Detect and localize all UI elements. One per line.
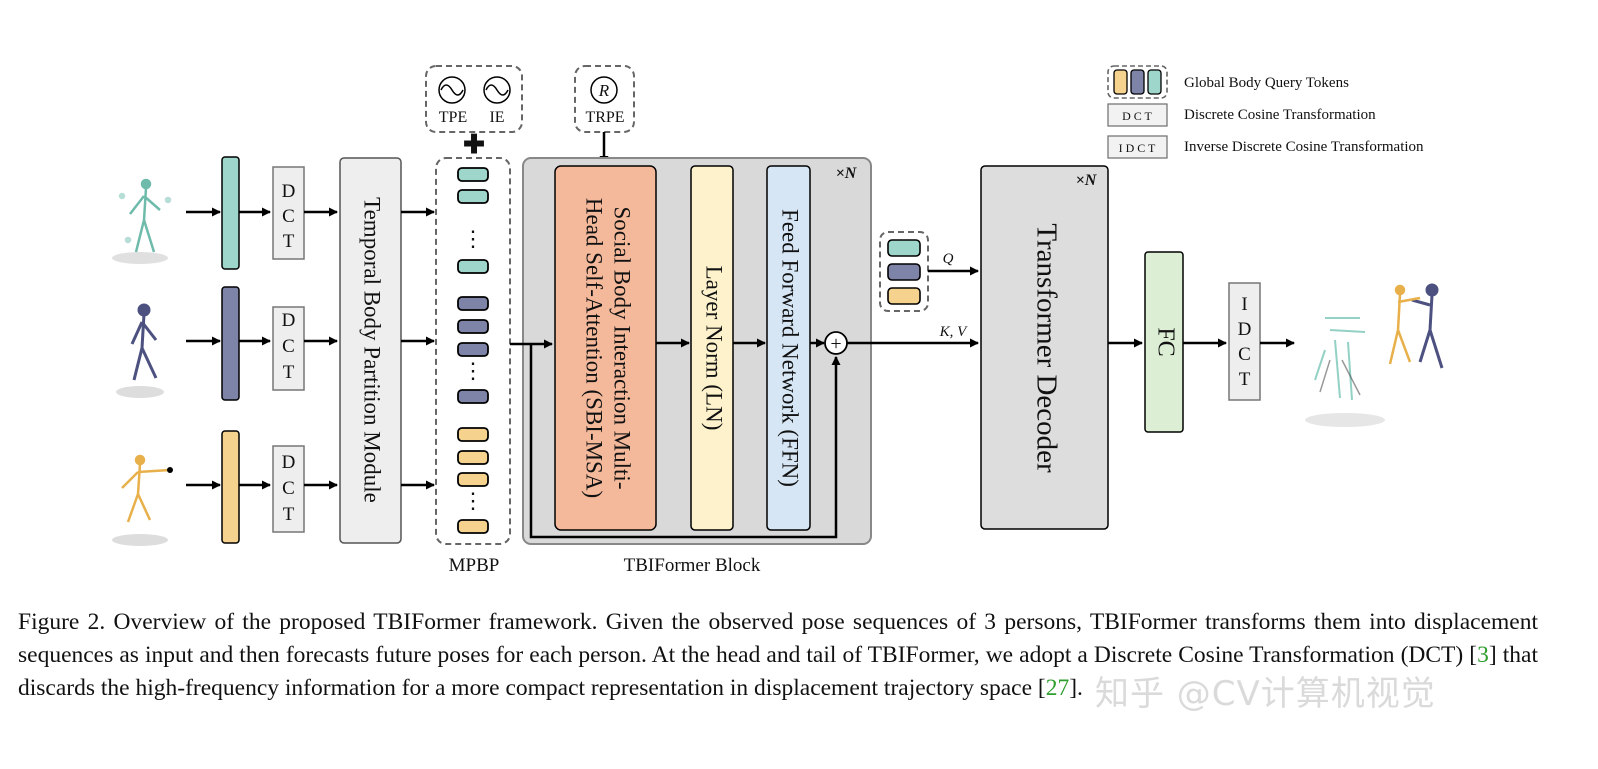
legend: Global Body Query Tokens D C T Discrete …: [1107, 65, 1424, 159]
legend-idct-label: Inverse Discrete Cosine Transformation: [1184, 139, 1424, 155]
person-bar-yellow: [221, 430, 240, 544]
legend-dct-box-label: D C T: [1122, 109, 1152, 123]
input-skeleton-slate: [116, 303, 164, 398]
mpbp-dots-slate: ⋮: [462, 358, 484, 383]
caption-text-1: Figure 2. Overview of the proposed TBIFo…: [18, 609, 1538, 668]
plus-icon: ✚: [463, 130, 485, 159]
ie-label: IE: [489, 109, 504, 126]
legend-dct-label: Discrete Cosine Transformation: [1184, 107, 1376, 123]
person-bar-slate: [221, 286, 240, 401]
layer-norm-box: [690, 165, 734, 531]
legend-idct-box-label: I D C T: [1119, 141, 1156, 155]
output-skeletons: [1305, 283, 1444, 427]
mpbp-tokens-yellow: [457, 427, 489, 534]
ffn-label: Feed Forward Network (FFN): [778, 209, 803, 487]
svg-text:C: C: [282, 478, 295, 499]
decoder-repeat-n: ×N: [1076, 172, 1098, 189]
citation-link-3[interactable]: 3: [1477, 642, 1489, 668]
idct-box: I D C T: [1228, 282, 1261, 401]
watermark: 知乎 @CV计算机视觉: [1095, 674, 1436, 714]
legend-tokens-label: Global Body Query Tokens: [1184, 75, 1349, 91]
framework-diagram: D C T D C T D C T Temporal Body Partitio…: [112, 65, 1444, 576]
tpe-ie-box: [425, 65, 523, 133]
kv-label: K, V: [939, 324, 969, 340]
svg-text:C: C: [1238, 344, 1251, 365]
residual-add-symbol: +: [830, 333, 841, 355]
svg-text:C: C: [282, 206, 295, 227]
input-skeleton-teal: [112, 178, 172, 264]
svg-text:C: C: [282, 336, 295, 357]
caption-text-2: ] that discards the high-frequency infor…: [18, 642, 1538, 701]
svg-text:D: D: [282, 310, 296, 331]
decoder-label: Transformer Decoder: [1030, 223, 1062, 473]
r-symbol: R: [598, 81, 610, 100]
temporal-module-box: [339, 157, 402, 544]
query-tokens: [887, 239, 921, 305]
fc-label: FC: [1152, 327, 1178, 356]
svg-text:D: D: [1238, 319, 1252, 340]
svg-text:D: D: [282, 181, 296, 202]
svg-text:I: I: [1241, 294, 1247, 315]
svg-text:T: T: [283, 362, 295, 383]
tpe-sine-icon: [438, 76, 466, 104]
input-skeleton-yellow: [112, 454, 173, 546]
sbi-msa-line2: Head Self-Attention (SBI-MSA): [582, 198, 607, 498]
caption-text-3: ].: [1069, 675, 1083, 701]
dct-box-3: D C T: [272, 445, 305, 533]
person-bar-teal: [221, 156, 240, 270]
svg-text:T: T: [283, 504, 295, 525]
temporal-module-label: Temporal Body Partition Module: [360, 197, 385, 503]
ffn-box: [766, 165, 811, 531]
svg-text:T: T: [1239, 369, 1251, 390]
r-circle-icon: [590, 76, 618, 104]
mpbp-tokens-slate: [457, 296, 489, 404]
sbi-msa-box: [554, 165, 657, 531]
mpbp-label: MPBP: [449, 555, 500, 576]
tbiformer-block-label: TBIFormer Block: [624, 555, 761, 576]
tpe-label: TPE: [439, 109, 467, 126]
ie-sine-icon: [483, 76, 511, 104]
dct-box-2: D C T: [272, 306, 305, 391]
mpbp-tokens-teal: [457, 167, 489, 274]
legend-token-icons: [1113, 69, 1162, 95]
dct-box-1: D C T: [272, 166, 305, 260]
q-label: Q: [943, 251, 954, 267]
figure-caption: Figure 2. Overview of the proposed TBIFo…: [18, 606, 1538, 705]
svg-text:D: D: [282, 452, 296, 473]
trpe-label: TRPE: [585, 109, 624, 126]
legend-dct-box: [1107, 103, 1168, 127]
legend-idct-box: [1107, 135, 1168, 159]
sbi-msa-line1: Social Body Interaction Multi-: [610, 207, 635, 490]
decoder-box: [980, 165, 1109, 530]
block-repeat-n: ×N: [836, 165, 858, 182]
layer-norm-label: Layer Norm (LN): [702, 266, 727, 431]
mpbp-dots-yellow: ⋮: [462, 488, 484, 513]
svg-text:T: T: [283, 231, 295, 252]
mpbp-dots-teal: ⋮: [462, 226, 484, 251]
citation-link-27[interactable]: 27: [1045, 675, 1070, 701]
